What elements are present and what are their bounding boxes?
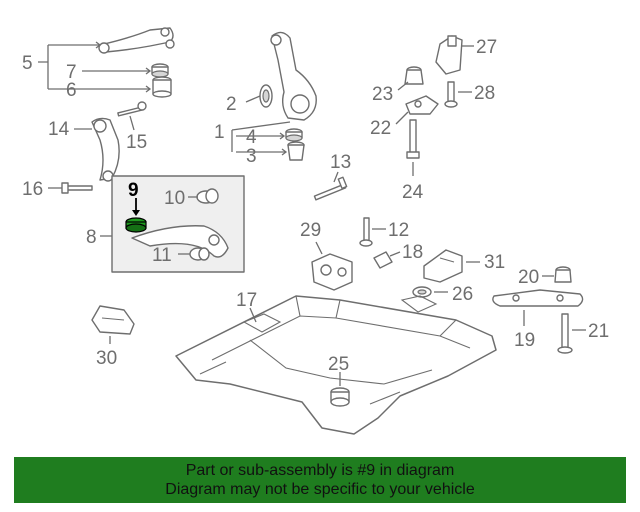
- bushing-25: [330, 387, 350, 407]
- bushing-6: [152, 76, 172, 98]
- callout-28: 28: [474, 83, 495, 104]
- bolt-24: [406, 119, 420, 159]
- callout-1: 1: [214, 122, 225, 143]
- bolt-16: [61, 182, 93, 194]
- clip-18: [373, 251, 393, 269]
- steering-knuckle: [270, 31, 317, 121]
- callout-15: 15: [126, 132, 147, 153]
- callout-2: 2: [226, 94, 237, 115]
- callout-16: 16: [22, 179, 43, 200]
- front-subframe: [175, 295, 497, 435]
- callout-29: 29: [300, 220, 321, 241]
- bracket-29: [311, 253, 353, 291]
- callout-20: 20: [518, 267, 539, 288]
- seal-2: [259, 84, 273, 108]
- lower-control-arm: [131, 225, 229, 258]
- bushing-3: [287, 141, 305, 161]
- callout-18: 18: [402, 242, 423, 263]
- compliance-arm-14: [91, 117, 120, 182]
- info-banner: Part or sub-assembly is #9 in diagram Di…: [14, 457, 626, 503]
- callout-5: 5: [22, 53, 33, 74]
- bolt-12: [359, 217, 373, 247]
- parts-diagram: 5 7 6 2 1 4 3 14 15 16: [22, 27, 609, 435]
- callout-6: 6: [66, 80, 77, 101]
- callout-30: 30: [96, 348, 117, 369]
- callout-31: 31: [484, 252, 505, 273]
- callout-10: 10: [164, 188, 185, 209]
- bushing-4: [285, 128, 303, 142]
- mount-31: [423, 249, 463, 283]
- bushing-20: [554, 266, 572, 283]
- bushing-10: [196, 188, 219, 204]
- callout-9: 9: [128, 180, 139, 201]
- banner-line-disclaimer: Diagram may not be specific to your vehi…: [165, 481, 475, 498]
- callout-7: 7: [66, 62, 77, 83]
- bushing-23: [404, 66, 424, 85]
- bracket-22: [405, 95, 439, 115]
- callout-12: 12: [388, 220, 409, 241]
- callout-21: 21: [588, 321, 609, 342]
- arm-19: [492, 289, 584, 307]
- callout-26: 26: [452, 284, 473, 305]
- callout-14: 14: [48, 119, 70, 140]
- callout-13: 13: [330, 152, 351, 173]
- callout-23: 23: [372, 84, 393, 105]
- bushing-7: [151, 63, 169, 78]
- bushing-11: [189, 247, 210, 261]
- callout-11: 11: [152, 245, 172, 266]
- callout-17: 17: [236, 290, 257, 311]
- callout-8: 8: [86, 227, 97, 248]
- callout-4: 4: [246, 127, 257, 148]
- bracket-27: [435, 35, 463, 75]
- callout-3: 3: [246, 146, 257, 167]
- bolt-21: [557, 313, 573, 354]
- bolt-15: [117, 101, 147, 117]
- upper-control-arm: [98, 27, 175, 54]
- bolt-13: [313, 176, 348, 201]
- callout-22: 22: [370, 118, 391, 139]
- callout-19: 19: [514, 330, 535, 351]
- banner-line-part: Part or sub-assembly is #9 in diagram: [185, 462, 455, 479]
- highlighted-part-9: [125, 198, 147, 233]
- callout-25: 25: [328, 354, 349, 375]
- callout-27: 27: [476, 37, 497, 58]
- mount-30: [91, 305, 135, 335]
- bolt-28: [444, 81, 458, 108]
- callout-24: 24: [402, 182, 424, 203]
- washer-26: [412, 286, 432, 298]
